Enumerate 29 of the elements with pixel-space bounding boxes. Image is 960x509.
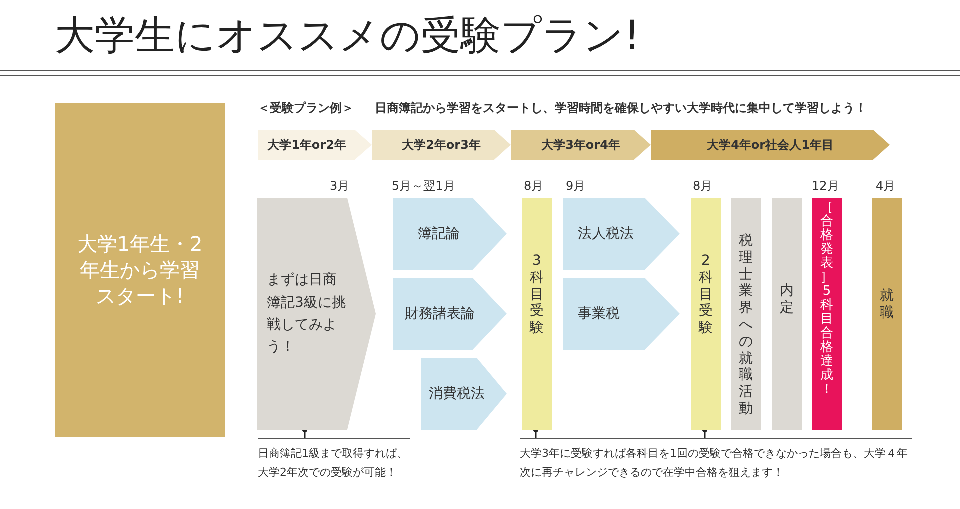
plan-heading: ＜受験プラン例＞ xyxy=(258,100,354,117)
phase-band: 大学1年or2年 xyxy=(258,130,372,160)
subject-panel: 財務諸表論 xyxy=(393,278,507,350)
subject-panel: 事業税 xyxy=(563,278,680,350)
month-label: 8月 xyxy=(693,178,713,195)
activity-bar: 就職 xyxy=(872,198,902,430)
page-title: 大学生にオススメの受験プラン! xyxy=(55,12,640,61)
step-panel: まずは日商簿記3級に挑戦してみよう！ xyxy=(257,198,376,430)
exam-bar: 3科目受験 xyxy=(522,198,552,430)
month-label: 9月 xyxy=(566,178,586,195)
month-label: 3月 xyxy=(330,178,350,195)
month-label: 5月～翌1月 xyxy=(392,178,456,195)
note-text: 大学3年に受験すれば各科目を1回の受験で合格できなかった場合も、大学４年次に再チャレンジできるので在学中合格を狙えます！ xyxy=(520,438,912,488)
phase-band: 大学4年or社会人1年目 xyxy=(651,130,890,160)
subject-panel: 消費税法 xyxy=(421,358,507,430)
activity-bar: 税理士業界への就職活動 xyxy=(731,198,761,430)
result-bar: ［合格発表］5科目合格達成！ xyxy=(812,198,842,430)
plan-summary: 日商簿記から学習をスタートし、学習時間を確保しやすい大学時代に集中して学習しよう！ xyxy=(375,100,867,117)
month-label: 4月 xyxy=(876,178,896,195)
subject-panel: 法人税法 xyxy=(563,198,680,270)
subject-panel: 簿記論 xyxy=(393,198,507,270)
activity-bar: 内定 xyxy=(772,198,802,430)
phase-band: 大学3年or4年 xyxy=(511,130,651,160)
exam-bar: 2科目受験 xyxy=(691,198,721,430)
note-text: 日商簿記1級まで取得すれば、大学2年次での受験が可能！ xyxy=(258,438,410,488)
month-label: 12月 xyxy=(812,178,840,195)
phase-band: 大学2年or3年 xyxy=(372,130,511,160)
month-label: 8月 xyxy=(524,178,544,195)
start-panel: 大学1年生・2年生から学習スタート! xyxy=(55,103,225,437)
